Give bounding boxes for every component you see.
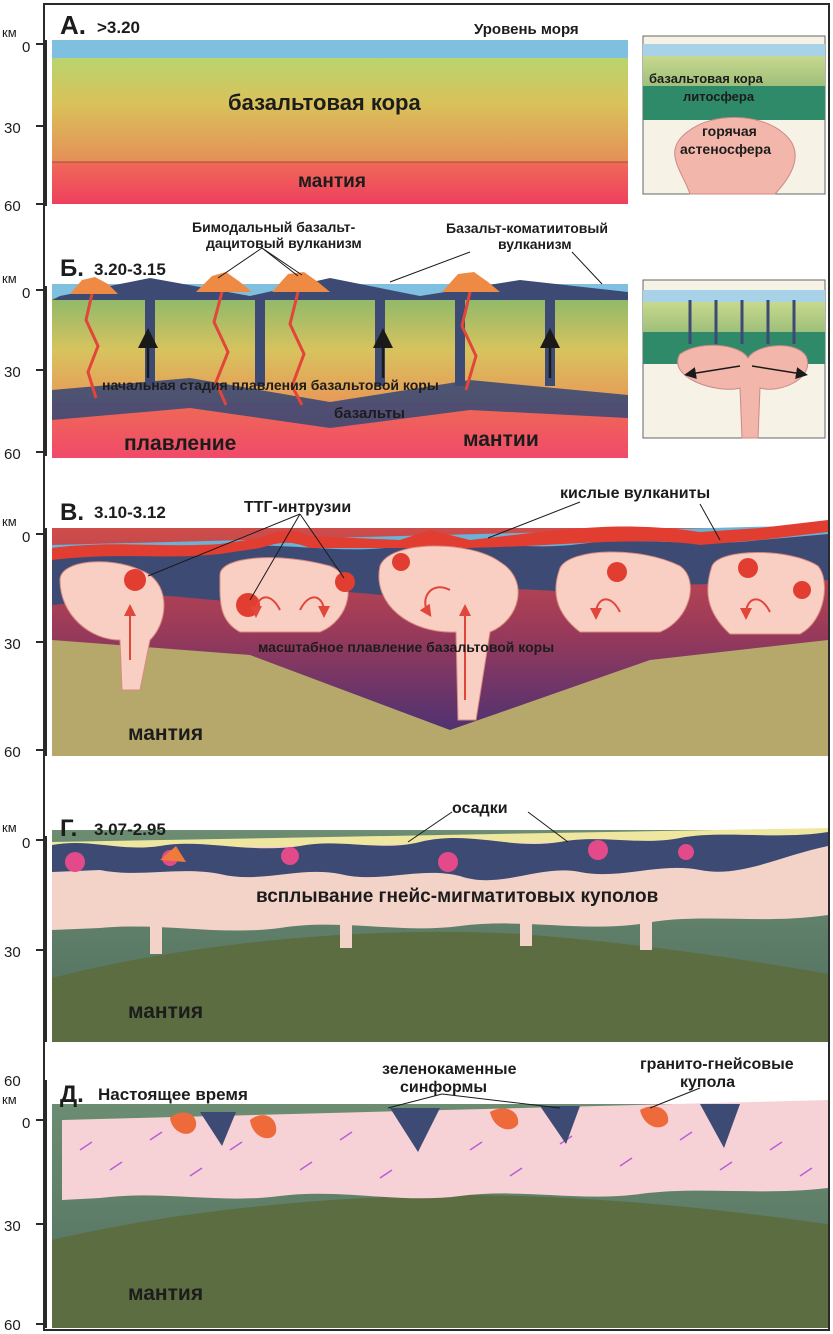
axis-tick-0: 0 [22, 285, 30, 302]
axis-unit-label: км [2, 271, 17, 286]
legend-asthenosphere-label-1: горячая [702, 123, 757, 139]
axis-unit-label: км [2, 820, 17, 835]
gneiss-domes-label: всплывание гнейс-мигматитовых куполов [256, 886, 658, 907]
axis-tick-30: 30 [4, 636, 21, 653]
axis-tick-60: 60 [4, 1317, 21, 1334]
crust-label: базальтовая кора [228, 90, 421, 115]
axis-unit-label: км [2, 25, 17, 40]
sea-level-label: Уровень моря [474, 21, 579, 38]
legend-lithosphere-label: литосфера [683, 89, 755, 104]
mantle-label: мантия [298, 171, 366, 192]
panel-a-age: >3.20 [97, 18, 140, 37]
axis-tick-0: 0 [22, 529, 30, 546]
legend-asthenosphere-label-2: астеносфера [680, 141, 771, 157]
mantle-g-label: мантия [128, 1000, 203, 1023]
initial-stage-label: начальная стадия плавления базальтовой к… [102, 377, 439, 393]
greenstone-label-2: синформы [400, 1079, 487, 1096]
acid-volcanics-label: кислые вулканиты [560, 485, 710, 502]
axis-tick-0: 0 [22, 835, 30, 852]
axis-tick-60: 60 [4, 198, 21, 215]
panel-g: Г. 3.07-2.95 осадки всплывание гнейс-миг… [52, 800, 828, 1042]
legend-b [643, 280, 825, 438]
mantle-b-label: мантии [463, 428, 539, 451]
mantle-v-label: мантия [128, 722, 203, 745]
bimodal-label-1: Бимодальный базальт- [192, 219, 356, 235]
basalts-label: базальты [334, 405, 405, 422]
panel-d-letter: Д. [60, 1081, 84, 1108]
legend-crust-label: базальтовая кора [649, 71, 764, 86]
axis-tick-0: 0 [22, 39, 30, 56]
sea-layer [52, 40, 628, 58]
panel-g-letter: Г. [60, 815, 77, 842]
panel-v-letter: В. [60, 499, 84, 526]
greenstone-label-1: зеленокаменные [382, 1061, 517, 1078]
axis-tick-30: 30 [4, 944, 21, 961]
large-scale-melting-label: масштабное плавление базальтовой коры [258, 639, 554, 655]
panel-b-age: 3.20-3.15 [94, 260, 166, 279]
present-time-label: Настоящее время [98, 1085, 248, 1104]
axis-unit-label: км [2, 514, 17, 529]
axis-labels: км 0 30 60 км 0 30 60 км 0 30 60 км 0 30… [2, 25, 30, 1334]
axis-tick-60: 60 [4, 1073, 21, 1090]
komatiite-label-1: Базальт-коматиитовый [446, 220, 608, 236]
legend-a: базальтовая кора литосфера горячая астен… [643, 36, 825, 194]
komatiite-label-2: вулканизм [498, 236, 572, 252]
axis-tick-60: 60 [4, 744, 21, 761]
axis-tick-30: 30 [4, 120, 21, 137]
mantle-d-label: мантия [128, 1282, 203, 1305]
panel-b-letter: Б. [60, 255, 84, 282]
axis-tick-30: 30 [4, 364, 21, 381]
bimodal-label-2: дацитовый вулканизм [206, 235, 362, 251]
axis-tick-0: 0 [22, 1115, 30, 1132]
sediments-label: осадки [452, 800, 508, 817]
axis-tick-60: 60 [4, 446, 21, 463]
granite-gneiss-label-1: гранито-гнейсовые [640, 1056, 794, 1073]
ttg-label: ТТГ-интрузии [244, 499, 351, 516]
axis-unit-label: км [2, 1092, 17, 1107]
granite-gneiss-label-2: купола [680, 1074, 735, 1091]
melting-label: плавление [124, 432, 236, 455]
panel-g-age: 3.07-2.95 [94, 820, 166, 839]
panel-a-letter: А. [60, 10, 86, 40]
axis-tick-30: 30 [4, 1218, 21, 1235]
panel-v-age: 3.10-3.12 [94, 503, 166, 522]
